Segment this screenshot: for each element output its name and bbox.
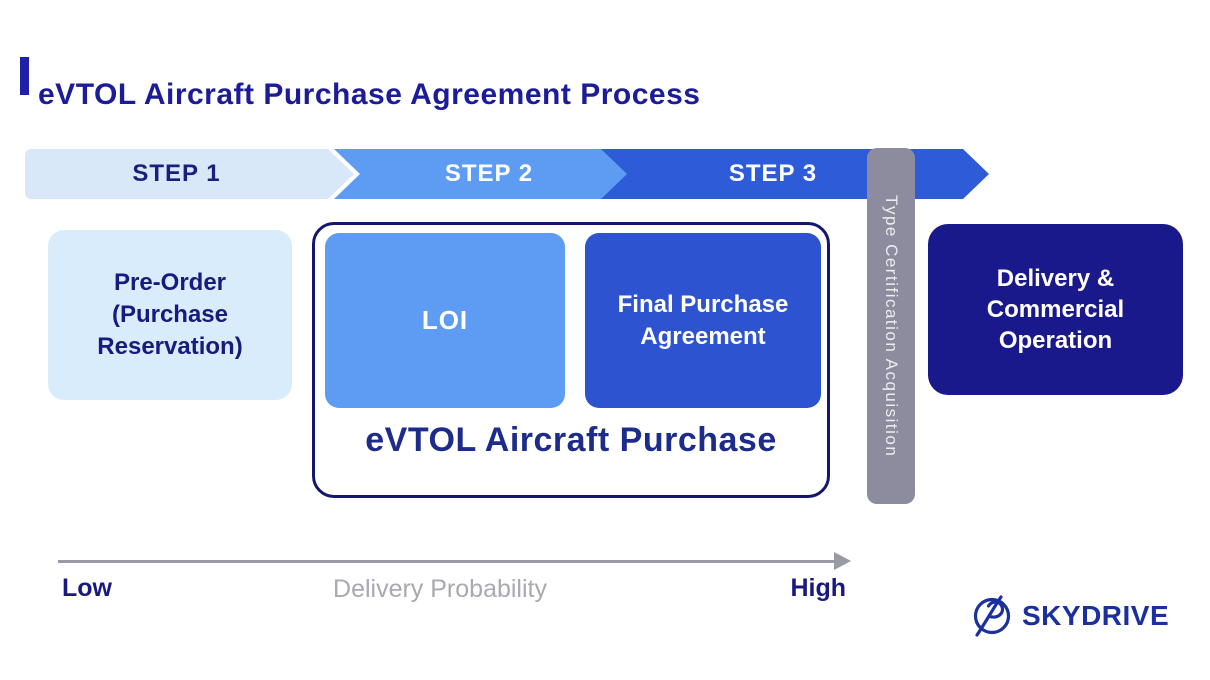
probability-axis-arrowhead-icon bbox=[834, 552, 851, 570]
final-purchase-agreement-box: Final Purchase Agreement bbox=[585, 233, 821, 408]
delivery-operation-box: Delivery & Commercial Operation bbox=[928, 224, 1183, 395]
skydrive-logo: SKYDRIVE bbox=[970, 594, 1169, 638]
step-arrow-3: STEP 3 bbox=[601, 149, 989, 199]
type-certification-label: Type Certification Acquisition bbox=[882, 194, 901, 458]
axis-title: Delivery Probability bbox=[333, 575, 547, 603]
page-title: eVTOL Aircraft Purchase Agreement Proces… bbox=[38, 78, 701, 112]
purchase-group-caption: eVTOL Aircraft Purchase bbox=[365, 421, 777, 459]
step-arrow-1: STEP 1 bbox=[25, 149, 354, 199]
type-certification-bar: Type Certification Acquisition bbox=[867, 148, 915, 504]
probability-axis-line bbox=[58, 560, 836, 563]
skydrive-logo-mark-icon bbox=[973, 595, 1011, 637]
title-accent-bar bbox=[20, 57, 29, 95]
step-2-label: STEP 2 bbox=[444, 160, 534, 187]
evtol-purchase-group-box: LOI Final Purchase Agreement eVTOL Aircr… bbox=[312, 222, 830, 498]
loi-box: LOI bbox=[325, 233, 565, 408]
step-1-label: STEP 1 bbox=[132, 160, 221, 187]
axis-high-label: High bbox=[790, 574, 846, 602]
axis-low-label: Low bbox=[62, 574, 112, 602]
step-arrow-2: STEP 2 bbox=[334, 149, 664, 199]
pre-order-box: Pre-Order (Purchase Reservation) bbox=[48, 230, 292, 400]
step-3-label: STEP 3 bbox=[728, 160, 818, 187]
skydrive-wordmark: SKYDRIVE bbox=[1022, 600, 1170, 631]
